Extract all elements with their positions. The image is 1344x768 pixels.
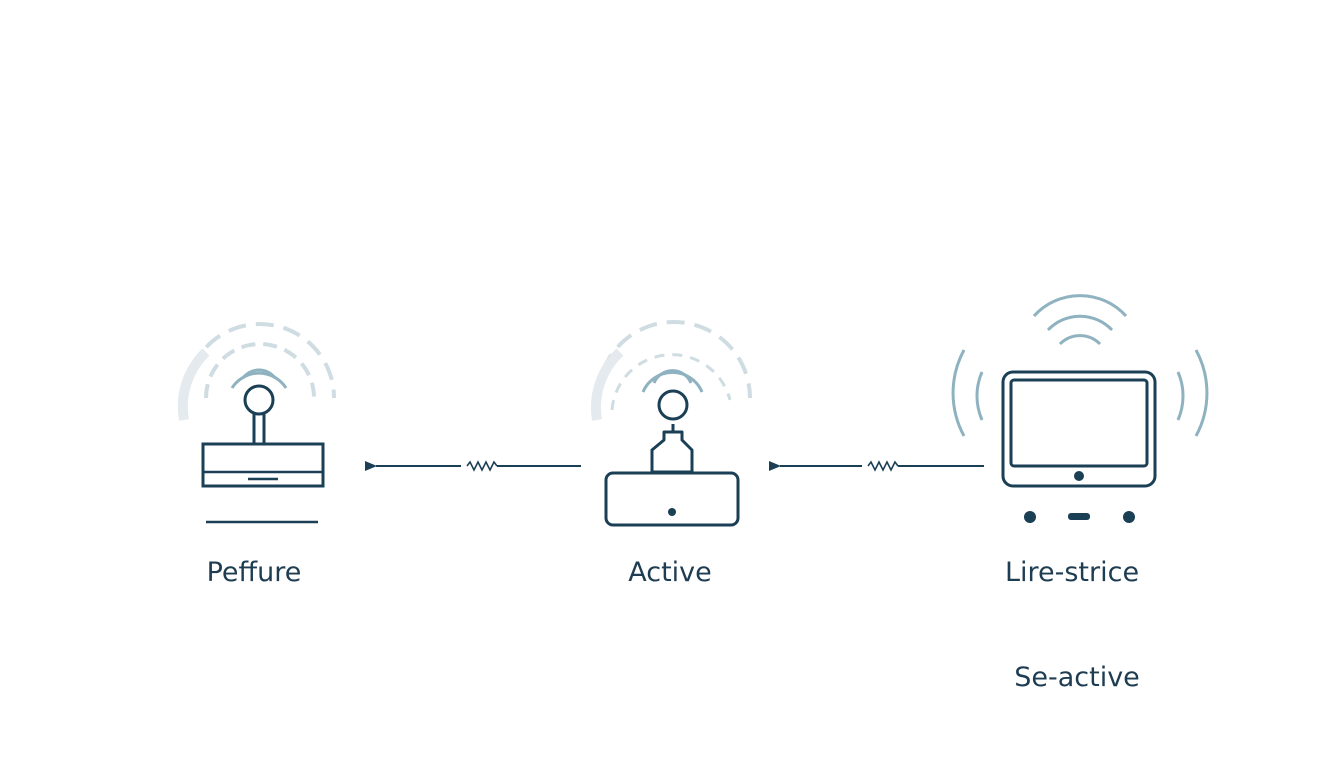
signal-wave-outer (596, 320, 752, 399)
signal-wave-inner-outer (641, 370, 704, 393)
signal-wave-top-middle (1046, 314, 1114, 332)
person-terminal-icon (604, 389, 740, 527)
signal-wave-right-outer (1194, 349, 1209, 437)
signal-halo (177, 348, 210, 421)
extra-label: Se-active (1014, 662, 1140, 693)
node-label-left: Peffure (206, 557, 302, 588)
coil-icon (466, 460, 498, 472)
connection-mid-to-left (365, 460, 581, 472)
coil-icon (867, 460, 899, 472)
router-icon (201, 384, 325, 488)
signal-wave-left-inner (975, 371, 984, 421)
signal-wave-inner (652, 369, 693, 384)
signal-wave-top-inner (1058, 334, 1102, 346)
node-label-mid: Active (628, 557, 712, 588)
node-label-right: Lire-strice (1004, 557, 1140, 588)
signal-wave-top-outer (1032, 294, 1128, 318)
signal-wave-inner (241, 368, 277, 379)
signal-wave-left-outer (951, 349, 966, 437)
node-mid[interactable] (590, 320, 752, 527)
signal-wave-right-inner (1176, 371, 1185, 421)
signal-wave-inner-outer (230, 371, 288, 389)
node-right[interactable] (951, 294, 1209, 523)
tablet-icon (1001, 370, 1157, 523)
signal-wave-middle (610, 353, 732, 411)
signal-wave-middle (204, 342, 316, 399)
connection-right-to-mid (769, 460, 984, 472)
node-left[interactable] (177, 322, 336, 524)
signal-halo (590, 348, 624, 421)
